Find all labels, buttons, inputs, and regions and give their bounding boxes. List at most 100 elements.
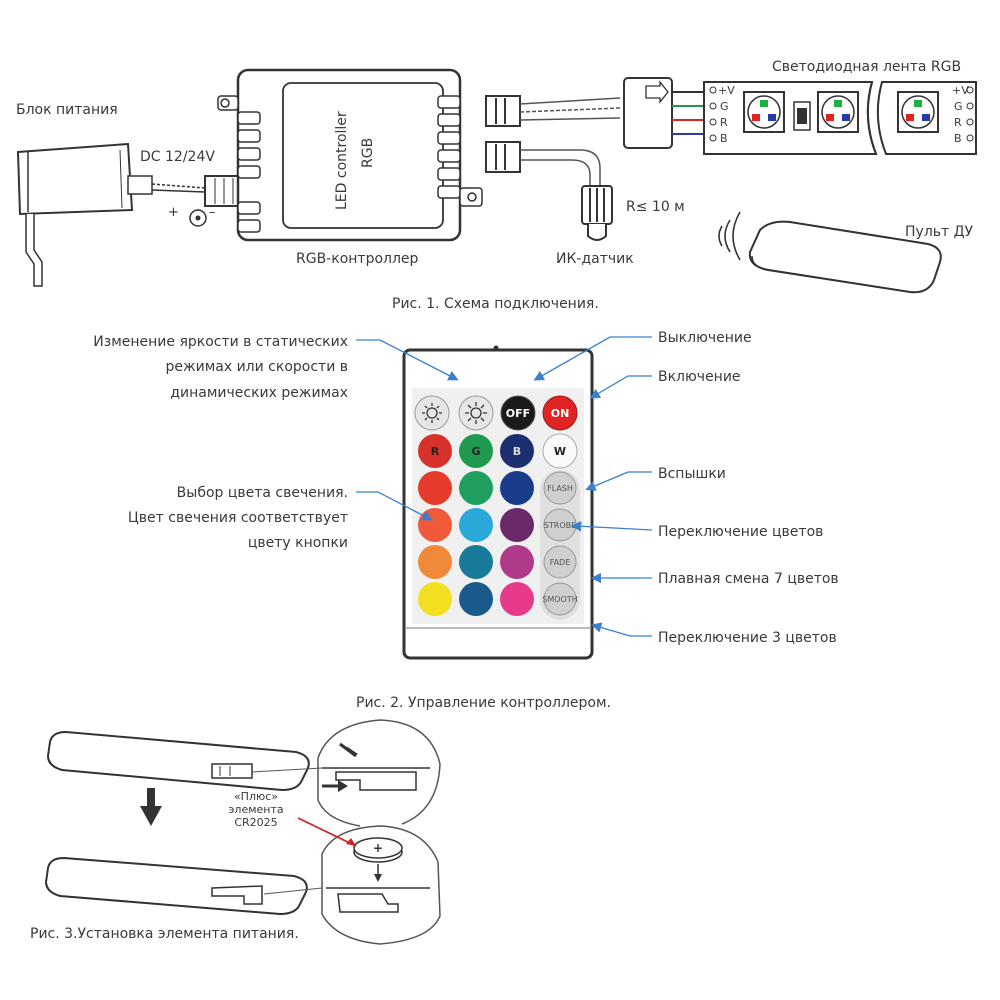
ir-sensor	[581, 185, 613, 241]
svg-text:цвету кнопки: цвету кнопки	[248, 535, 348, 551]
svg-text:Изменение яркости в статически: Изменение яркости в статических	[93, 334, 348, 350]
dc-voltage-label: DC 12/24V	[140, 149, 215, 165]
svg-text:режимах или скорости в: режимах или скорости в	[165, 359, 348, 375]
svg-text:B: B	[954, 132, 962, 145]
sun-icon	[422, 403, 442, 423]
color-button[interactable]	[500, 545, 534, 579]
power-supply-label: Блок питания	[16, 102, 118, 118]
svg-text:R: R	[720, 116, 728, 129]
led-strip: +V G R B	[703, 81, 977, 155]
led-chip	[897, 91, 939, 133]
svg-text:Выбор цвета свечения.: Выбор цвета свечения.	[177, 485, 348, 501]
on-button[interactable]: ON	[542, 395, 578, 431]
svg-text:B: B	[513, 445, 521, 458]
svg-text:G: G	[471, 445, 480, 458]
color-button[interactable]	[418, 471, 452, 505]
svg-text:«Плюс»: «Плюс»	[234, 790, 278, 803]
strip-pins-right: +V G R B	[952, 84, 974, 145]
strip-label: Светодиодная лента RGB	[772, 59, 961, 75]
callout-off: Выключение	[658, 330, 752, 346]
color-button[interactable]	[459, 545, 493, 579]
figure-3-battery-install: + «Плюс» элемента CR2025 Рис. 3.Установк…	[30, 719, 441, 945]
color-button[interactable]	[418, 582, 452, 616]
strobe-button[interactable]: STROBE	[543, 508, 577, 542]
svg-text:динамических режимах: динамических режимах	[170, 385, 348, 401]
color-button[interactable]	[459, 471, 493, 505]
controller-text-2: RGB	[360, 138, 376, 168]
svg-text:STROBE: STROBE	[544, 521, 576, 530]
off-button[interactable]: OFF	[500, 395, 536, 431]
callout-on: Включение	[658, 369, 741, 385]
svg-text:CR2025: CR2025	[234, 816, 277, 829]
color-button[interactable]	[418, 508, 452, 542]
color-button[interactable]	[459, 582, 493, 616]
color-button[interactable]	[500, 471, 534, 505]
svg-text:G: G	[720, 100, 729, 113]
figure-2-caption: Рис. 2. Управление контроллером.	[356, 695, 611, 711]
battery-note: «Плюс» элемента CR2025	[228, 790, 283, 829]
zoom-view-bottom: +	[321, 825, 441, 945]
off-button-label: OFF	[506, 407, 530, 420]
callout-brightness: Изменение яркости в статических режимах …	[93, 334, 348, 401]
polarity-symbol: + –	[168, 205, 216, 227]
green-button[interactable]: G	[459, 434, 493, 468]
color-button[interactable]	[500, 582, 534, 616]
figure-1-connection-scheme: Блок питания DC 12/24V + –	[16, 59, 977, 312]
battery-plus: +	[373, 841, 383, 855]
white-button[interactable]: W	[542, 433, 578, 469]
svg-text:элемента: элемента	[228, 803, 283, 816]
callout-color-select: Выбор цвета свечения. Цвет свечения соот…	[128, 485, 348, 551]
flash-button[interactable]: FLASH	[543, 471, 577, 505]
svg-text:B: B	[720, 132, 728, 145]
figure-2-remote-control: OFF ON R G B W FLASH	[93, 330, 838, 711]
resistor	[793, 101, 811, 131]
svg-text:W: W	[554, 445, 566, 458]
svg-text:FLASH: FLASH	[547, 484, 573, 493]
controller-output-connectors	[485, 95, 521, 173]
svg-text:Цвет свечения соответствует: Цвет свечения соответствует	[128, 510, 348, 526]
coin-battery: +	[353, 837, 403, 863]
dc-plug	[204, 175, 244, 207]
blue-button[interactable]: B	[500, 434, 534, 468]
cable-length-label: R≤ 10 м	[626, 199, 685, 215]
strip-pins-left: +V G R B	[709, 84, 735, 145]
figure-1-caption: Рис. 1. Схема подключения.	[392, 296, 599, 312]
rgb-controller: LED controller RGB	[217, 68, 483, 242]
down-arrow-icon	[140, 788, 162, 826]
callout-strobe: Переключение цветов	[658, 524, 823, 540]
callout-lines	[356, 336, 653, 637]
signal-waves-icon	[718, 211, 741, 261]
polarity-minus: –	[209, 205, 216, 220]
svg-text:R: R	[954, 116, 962, 129]
svg-text:R: R	[431, 445, 440, 458]
color-button-grid	[418, 471, 534, 616]
svg-text:+V: +V	[718, 84, 735, 97]
ir-sensor-label: ИК-датчик	[556, 251, 634, 267]
led-chip	[817, 91, 859, 133]
zoom-view-top	[317, 719, 441, 827]
remote-bottom	[44, 856, 323, 916]
svg-text:FADE: FADE	[550, 558, 571, 567]
brightness-down-button[interactable]	[414, 395, 450, 431]
fade-button[interactable]: FADE	[543, 545, 577, 579]
remote-label: Пульт ДУ	[905, 224, 974, 240]
polarity-plus: +	[168, 205, 179, 220]
svg-text:G: G	[954, 100, 963, 113]
color-button[interactable]	[459, 508, 493, 542]
callout-fade: Плавная смена 7 цветов	[658, 571, 839, 587]
figure-3-caption: Рис. 3.Установка элемента питания.	[30, 926, 299, 942]
color-button[interactable]	[500, 508, 534, 542]
controller-label: RGB-контроллер	[296, 251, 419, 267]
remote-control	[748, 220, 942, 294]
strip-connector	[623, 77, 706, 149]
led-chip	[743, 91, 785, 133]
red-button[interactable]: R	[418, 434, 452, 468]
controller-text-1: LED controller	[334, 111, 350, 210]
brightness-up-button[interactable]	[458, 395, 494, 431]
sun-icon	[465, 402, 487, 424]
smooth-button[interactable]: SMOOTH	[542, 582, 578, 616]
callout-smooth: Переключение 3 цветов	[658, 630, 837, 646]
color-button[interactable]	[418, 545, 452, 579]
svg-text:+V: +V	[952, 84, 969, 97]
